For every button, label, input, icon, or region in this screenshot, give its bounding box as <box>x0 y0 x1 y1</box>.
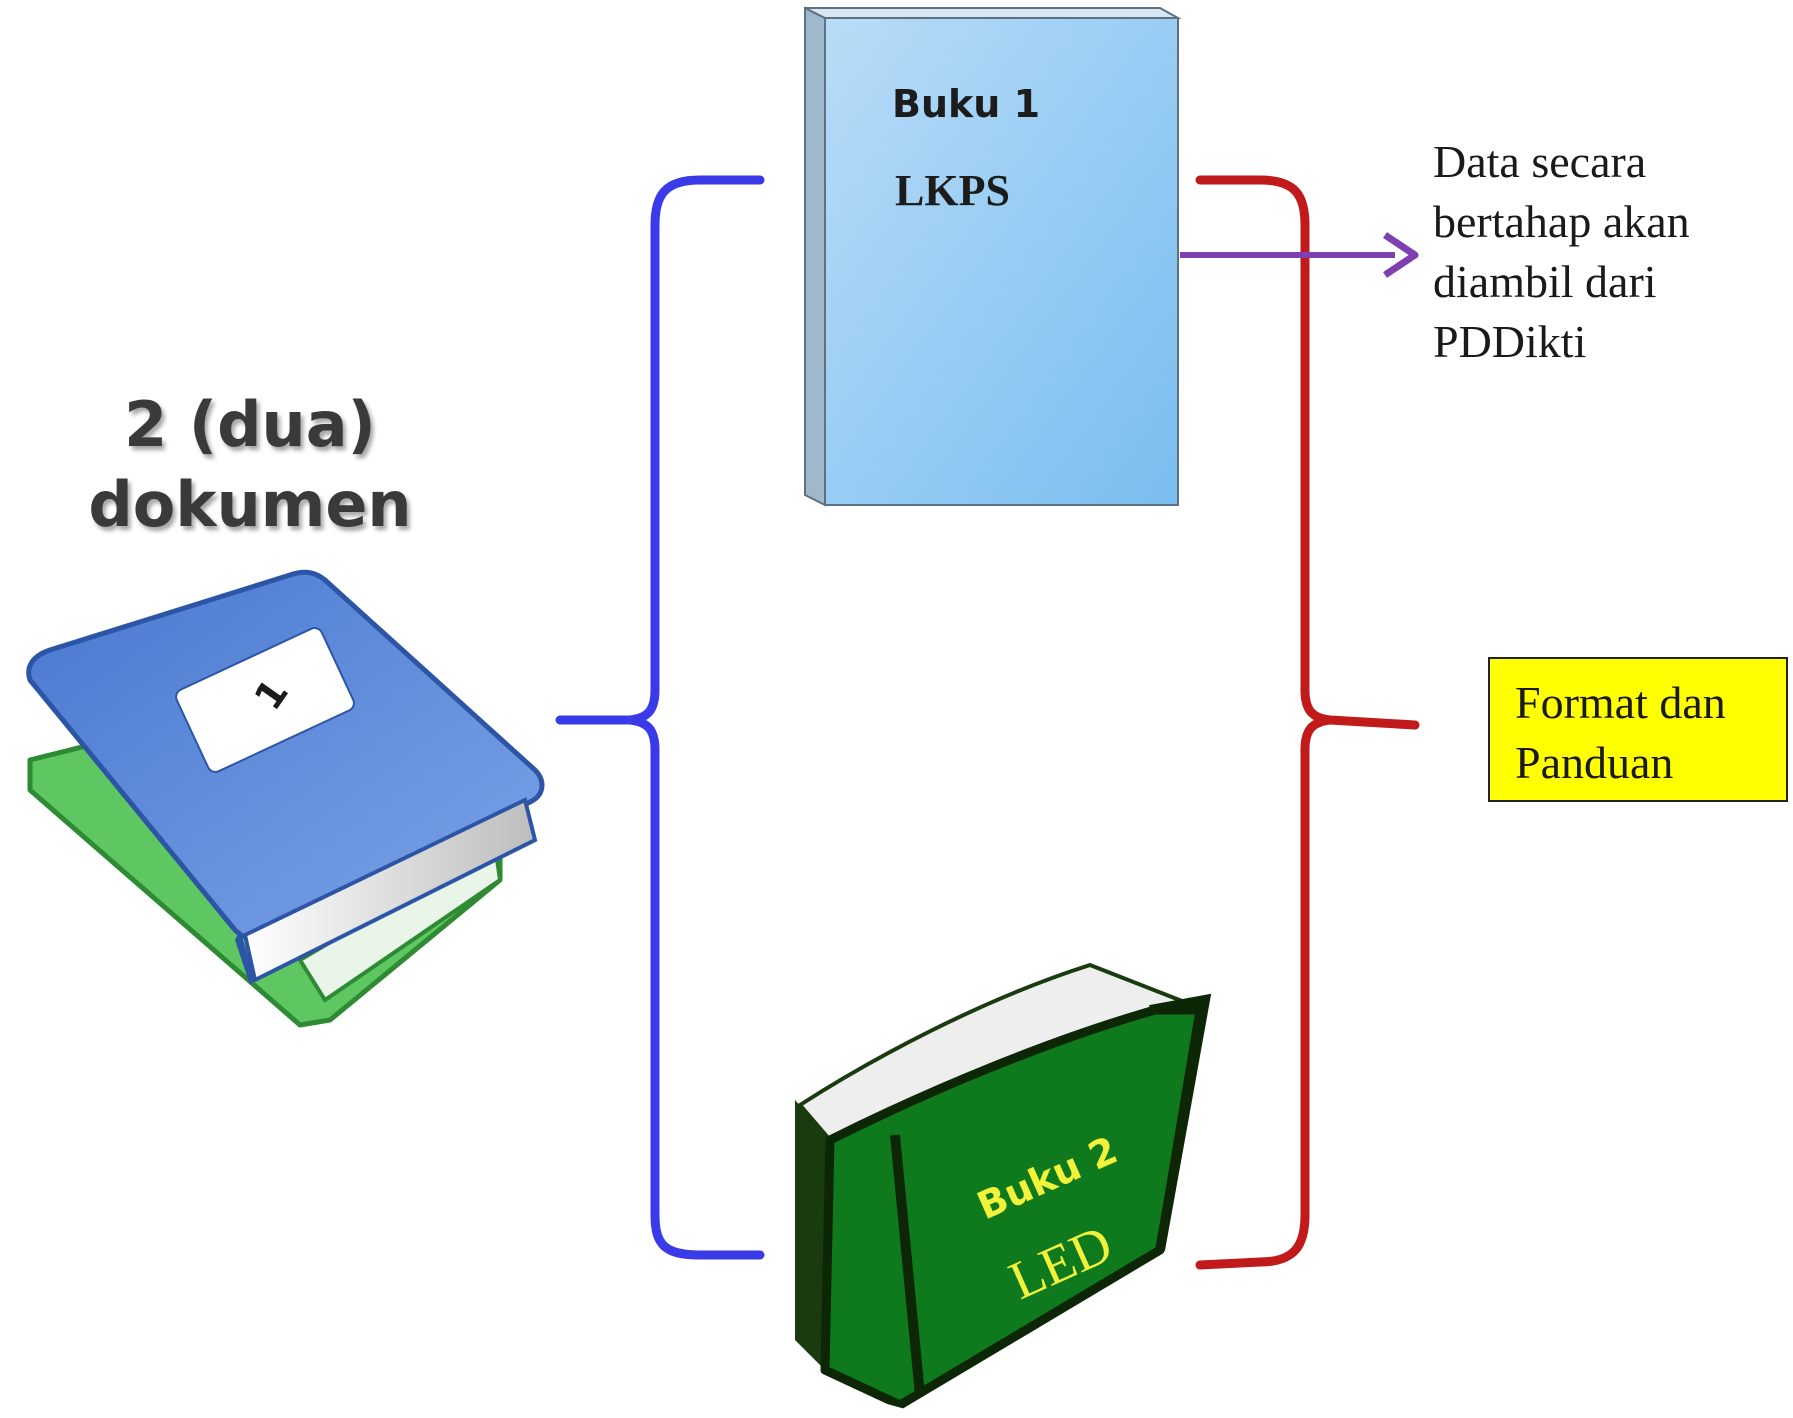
right-brace <box>1195 175 1420 1270</box>
format-box-line: Format dan <box>1515 677 1726 728</box>
book2-icon <box>795 962 1212 1415</box>
note-line: PDDikti <box>1433 316 1587 367</box>
note-line: diambil dari <box>1433 256 1657 307</box>
book1-title: Buku 1 <box>892 82 1041 126</box>
heading: 2 (dua) dokumen <box>60 385 440 545</box>
left-brace <box>555 175 765 1260</box>
note-line: bertahap akan <box>1433 196 1690 247</box>
arrow-to-note <box>1180 232 1419 278</box>
book1-icon <box>804 6 1182 507</box>
heading-line1: 2 (dua) <box>124 388 376 461</box>
note-line: Data secara <box>1433 136 1647 187</box>
stacked-books-icon: 1 <box>26 569 545 1028</box>
format-box-line: Panduan <box>1515 737 1674 788</box>
format-box: Format dan Panduan <box>1488 657 1788 802</box>
pddikti-note: Data secara bertahap akan diambil dari P… <box>1433 132 1690 372</box>
heading-line2: dokumen <box>88 468 412 541</box>
book1-subtitle: LKPS <box>895 166 1010 215</box>
